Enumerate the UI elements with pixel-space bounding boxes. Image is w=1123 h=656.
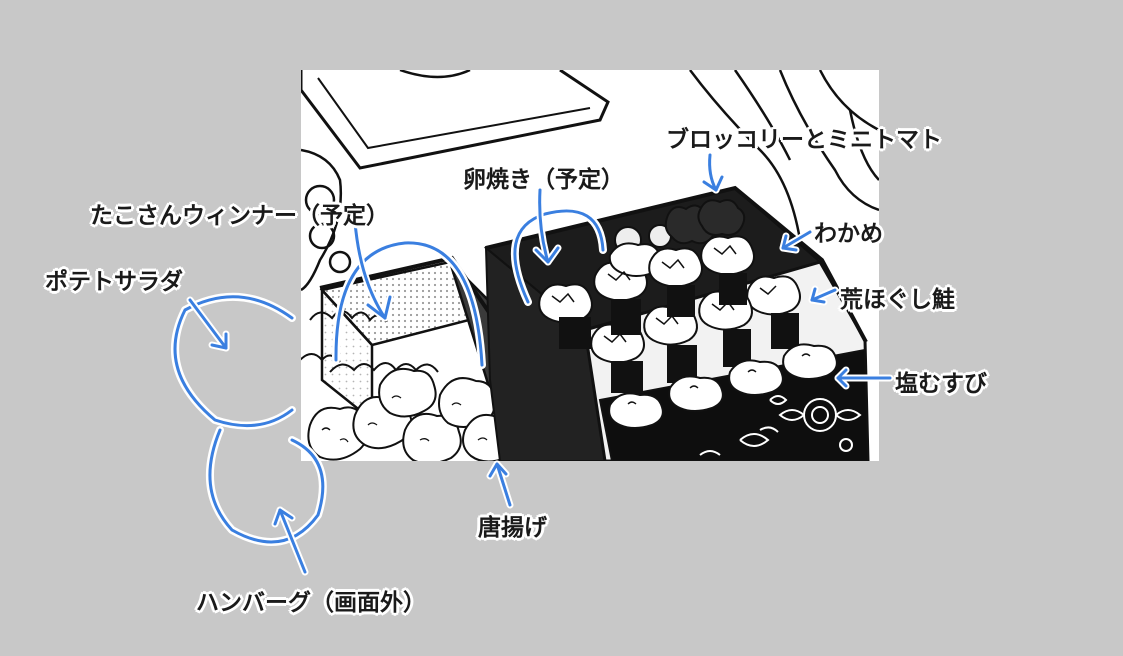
hamburg-circle xyxy=(208,428,325,544)
egg-circle xyxy=(513,209,605,304)
potato-salad-arrow xyxy=(188,298,228,350)
label-karaage: 唐揚げ xyxy=(478,515,547,541)
karaage-arrow xyxy=(495,462,512,507)
label-potato-salad: ポテトサラダ xyxy=(45,269,183,295)
sausage-circle xyxy=(334,241,484,367)
label-shio-musubi: 塩むすび xyxy=(895,371,987,397)
onigiri-rows xyxy=(538,235,838,429)
egg-arrow xyxy=(538,188,550,264)
potato-salad-circle xyxy=(173,295,294,428)
label-salmon: 荒ほぐし鮭 xyxy=(840,287,955,313)
annotation-strokes xyxy=(171,151,894,576)
plate-drawing xyxy=(301,148,352,292)
label-hamburg: ハンバーグ（画面外） xyxy=(196,590,426,616)
right-bento-box xyxy=(483,185,870,461)
label-broccoli-tomato: ブロッコリーとミニトマト xyxy=(666,127,942,153)
tray-drawing xyxy=(301,70,610,170)
label-sausage: たこさんウィンナー（予定） xyxy=(90,203,389,229)
cloth-drawing xyxy=(689,70,879,241)
hamburg-arrow xyxy=(278,508,307,574)
label-wakame: わかめ xyxy=(814,221,883,247)
sausage-arrow xyxy=(353,220,387,320)
wakame-arrow xyxy=(781,230,812,250)
label-egg: 卵焼き（予定） xyxy=(463,167,624,193)
salmon-arrow xyxy=(810,288,837,302)
floral-pattern xyxy=(699,395,862,456)
